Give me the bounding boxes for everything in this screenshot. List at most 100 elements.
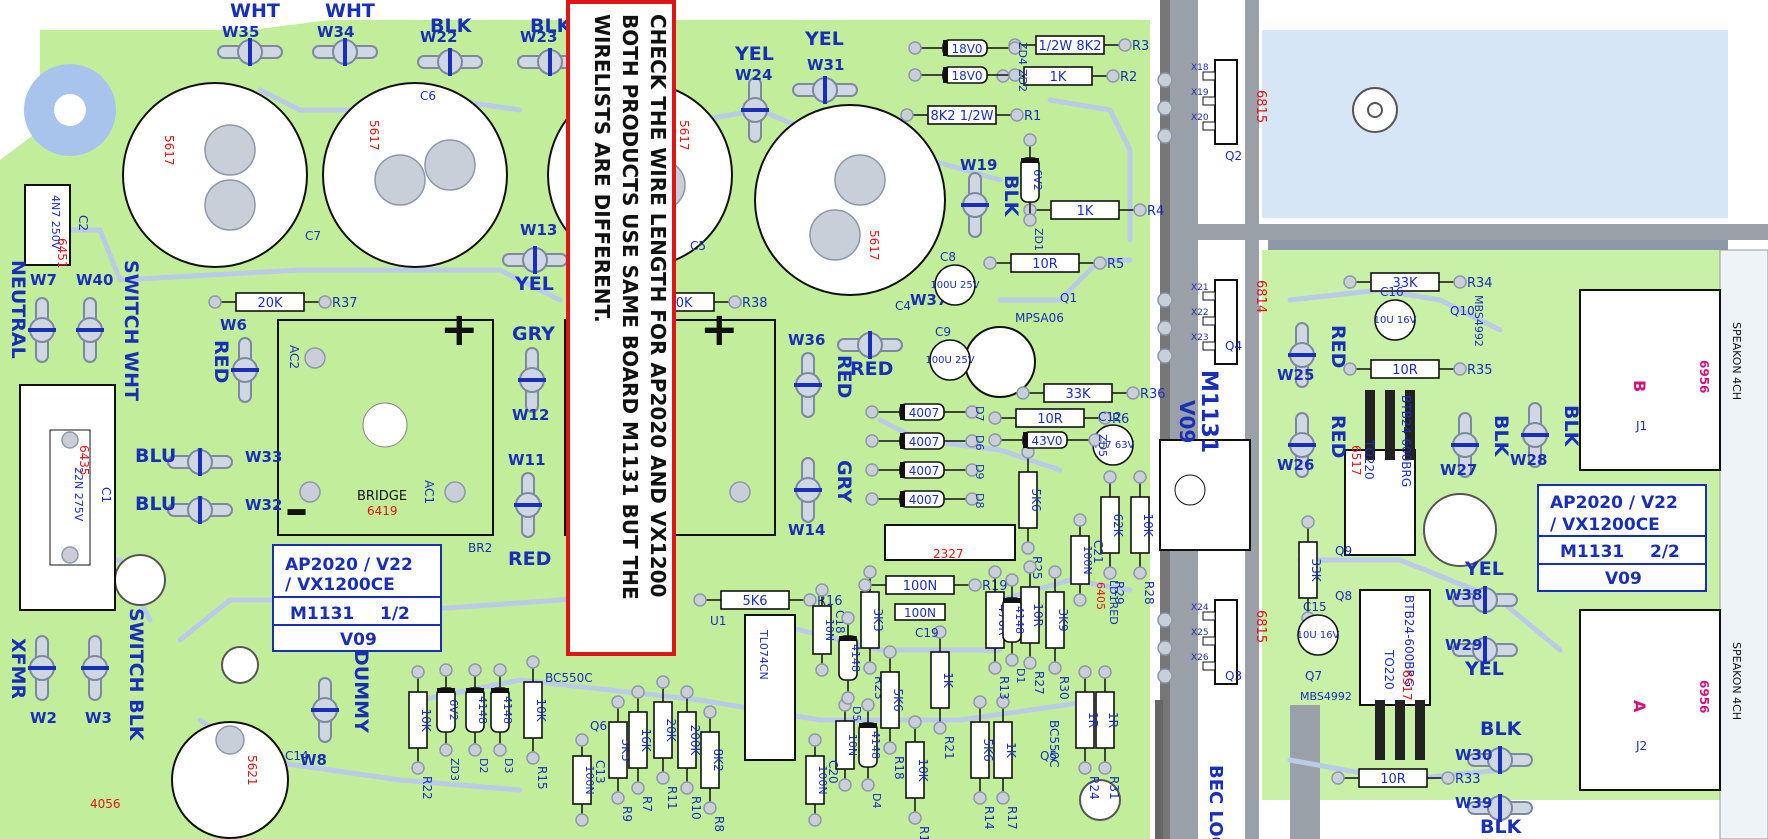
btb-q9-label: BTB24-600BRG [1399, 395, 1413, 487]
capacitor-c7: C7 5617 [122, 82, 321, 268]
wire-color-w37: RED [850, 358, 893, 380]
wire-id-w6: W6 [220, 316, 247, 334]
wire-id-w34: W34 [317, 23, 354, 41]
resistor-value-r37: 20K [257, 296, 283, 311]
connector-label-x25: X25 [1191, 628, 1209, 638]
resistor-ref-r5: R5 [1107, 257, 1124, 272]
resistor-value-r32: 33K [1309, 558, 1323, 582]
resistor-value-r29: 62K [1111, 513, 1125, 537]
resistor-value-r35: 10R [1392, 363, 1418, 378]
wire-id-w26: W26 [1277, 456, 1314, 474]
right-info-model2: / VX1200CE [1550, 515, 1660, 535]
q1-label: Q1 [1060, 291, 1077, 305]
speakon-b-outline [1579, 289, 1721, 471]
wire-color-w32: BLU [135, 493, 176, 515]
ic-2327 [884, 524, 1016, 561]
j1-label: J1 [1635, 419, 1647, 433]
connector-label-x22: X22 [1191, 308, 1209, 318]
wire-id-w23: W23 [520, 28, 557, 46]
wire-pad-w30: W30 BLK [1455, 718, 1533, 774]
svg-text:+: + [440, 302, 479, 356]
resistor-ref-r6: R6 [1112, 412, 1129, 427]
code-4056: 4056 [90, 797, 121, 811]
diode-value-zd4: 18V0 [951, 42, 982, 56]
resistor-ref-r13: R13 [997, 676, 1011, 700]
c4-code: 5617 [867, 230, 881, 261]
diode-ref-d4: D4 [870, 793, 883, 808]
diode-ref-d3: D3 [502, 758, 515, 773]
resistor-ref-r3: R3 [1132, 39, 1149, 54]
resistor-value-r3: 1/2W 8K2 [1039, 39, 1102, 54]
wire-color-w34: WHT [325, 0, 375, 22]
diode-ref-zd1: ZD1 [1032, 228, 1045, 251]
mbs4992-q10-label: MBS4992 [1472, 295, 1485, 347]
triac-q9 [1344, 449, 1416, 556]
diode-ref-zd3: ZD3 [448, 758, 461, 781]
diode-ref-zd2: ZD2 [1016, 69, 1029, 92]
diode-value-d9: 4007 [909, 464, 940, 478]
capacitor-ref-c9: C9 [935, 325, 951, 339]
mpsa06-label: MPSA06 [1015, 311, 1064, 325]
wire-id-w30: W30 [1455, 746, 1492, 764]
c5-code: 5617 [677, 120, 691, 151]
resistor-value-r28: 10K [1141, 513, 1155, 537]
capacitor-value-c1: 22N 275V [72, 467, 85, 522]
wire-id-w38: W38 [1445, 586, 1482, 604]
wire-color-w39: BLK [1480, 816, 1523, 838]
wire-color-w25: RED [1327, 325, 1349, 368]
q5-label: Q5 [1040, 749, 1057, 763]
resistor-value-r12: 10K [916, 758, 930, 782]
code-6815-top: 6815 [1253, 90, 1268, 123]
capacitor-value-c18: 10N [823, 619, 836, 641]
mount-hole-a [114, 554, 166, 606]
wire-id-w40: W40 [76, 271, 113, 289]
capacitor-ref-c19: C19 [915, 626, 939, 640]
diode-ref-d5: D5 [850, 706, 863, 721]
speakon-a-letter: A [1630, 700, 1649, 713]
wire-color-w30: BLK [1480, 718, 1523, 740]
capacitor-ref-c20: C20 [826, 760, 840, 784]
capacitor-c9: 100U 25V C9 [925, 325, 975, 381]
diode-ref-d2: D2 [477, 758, 490, 773]
wire-color-w40: SWITCH WHT [120, 260, 142, 401]
resistor-value-r16: 5K6 [742, 594, 767, 609]
resistor-ref-r14: R14 [982, 806, 996, 830]
left-info-page: 1/2 [380, 604, 410, 624]
capacitor-value-c2: 4N7 250V [49, 195, 62, 250]
resistor-ref-r29: R29 [1112, 581, 1126, 605]
resistor-value-r30: 3K9 [1056, 608, 1070, 631]
br2-label: BR2 [468, 541, 492, 555]
wire-id-w2: W2 [30, 709, 57, 727]
wire-id-w28: W28 [1510, 451, 1547, 469]
ic-u1 [744, 614, 796, 761]
wire-color-w11: RED [508, 548, 551, 570]
regulator-tab [1159, 439, 1251, 551]
wire-id-w32: W32 [245, 496, 282, 514]
wire-color-w27: BLK [1490, 415, 1512, 458]
speakon-b-letter: B [1630, 380, 1649, 392]
code-6517-q9: 6517 [1349, 445, 1363, 476]
capacitor-value-c9: 100U 25V [925, 355, 974, 366]
resistor-value-r4: 1K [1077, 204, 1094, 219]
resistor-r19: 100NR19 [858, 575, 1008, 595]
